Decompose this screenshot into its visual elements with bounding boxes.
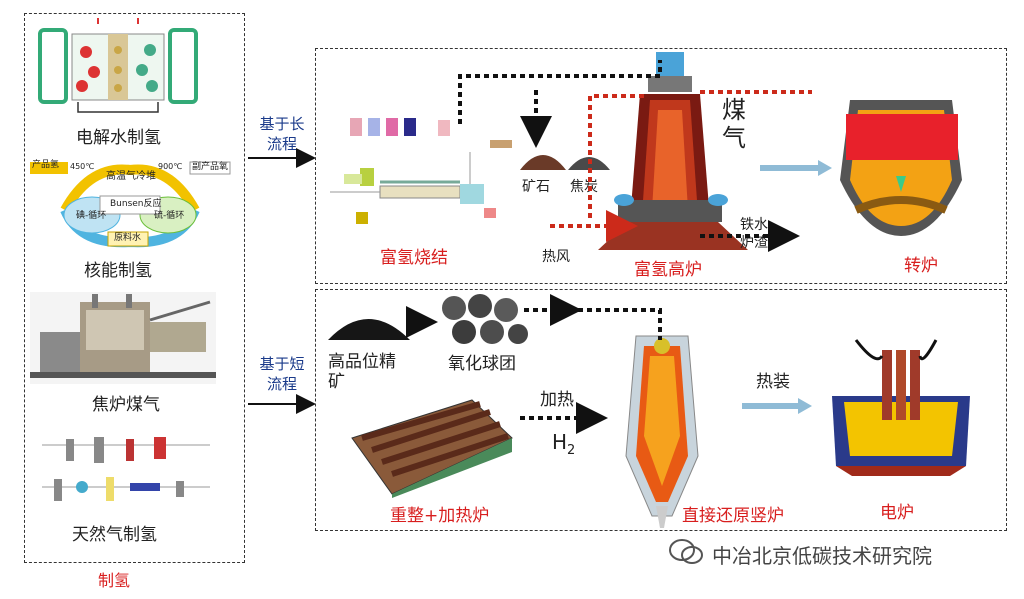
bunsen-label: Bunsen反应: [110, 199, 162, 209]
wechat-icon: [668, 538, 704, 566]
htgr-label: 高温气冷堆: [106, 171, 156, 182]
coke-oven-illustration: [30, 292, 216, 384]
converter: [840, 100, 962, 236]
h2-label: H2: [552, 430, 576, 458]
byproduct-oxygen-label: 副产品氧: [192, 162, 229, 172]
long-process-panel: [315, 48, 1007, 284]
hot-blast-label: 热风: [542, 249, 570, 265]
shaft-furnace-label: 直接还原竖炉: [682, 506, 784, 526]
raw-water-label: 原料水: [114, 233, 142, 243]
ore-label: 矿石: [522, 179, 550, 195]
short-process-panel: [315, 289, 1007, 531]
nuclear-label: 核能制氢: [84, 261, 152, 281]
sulfur-cycle-label: 硫-循环: [154, 211, 185, 221]
short-route-label: 基于短 流程: [259, 355, 305, 393]
product-hydrogen-label: 产品氢: [32, 160, 60, 170]
hydrogen-production-panel: [24, 13, 245, 563]
sintering-illustration: [320, 112, 520, 242]
nuclear-hydrogen-diagram: 产品氢 450℃ 高温气冷堆 900℃ 副产品氧 Bunsen反应 碘-循环 硫…: [30, 160, 231, 252]
heating-label: 加热: [540, 390, 574, 410]
shaft-furnace: [625, 335, 699, 528]
electrolysis-illustration: [38, 18, 198, 115]
coal-gas-label: 煤 气: [722, 96, 746, 152]
concentrate-pile: [328, 319, 410, 340]
temp-left-label: 450℃: [70, 162, 95, 171]
slag-label: 炉渣: [740, 235, 768, 251]
sintering-label: 富氢烧结: [380, 248, 448, 268]
long-route-label: 基于长 流程: [259, 115, 305, 153]
molten-iron-label: 铁水: [740, 217, 768, 233]
reformer-label: 重整+加热炉: [390, 506, 490, 526]
concentrate-label: 高品位精 矿: [328, 352, 396, 392]
pellet-label: 氧化球团: [448, 354, 516, 374]
natural-gas-flowchart: [36, 425, 216, 521]
hydrogen-production-caption: 制氢: [98, 571, 131, 590]
electrolysis-label: 电解水制氢: [76, 128, 161, 148]
eaf-label: 电炉: [880, 503, 914, 523]
coke-oven-gas-label: 焦炉煤气: [92, 395, 160, 415]
reformer-furnace: [351, 399, 513, 498]
pellets: [442, 294, 528, 344]
electric-arc-furnace: [832, 339, 970, 476]
hot-charge-label: 热装: [756, 372, 790, 392]
ore-pile: [520, 155, 566, 170]
blast-furnace-label: 富氢高炉: [634, 260, 702, 280]
iodine-cycle-label: 碘-循环: [76, 211, 107, 221]
blast-furnace: [598, 52, 748, 250]
converter-label: 转炉: [904, 256, 938, 276]
temp-right-label: 900℃: [158, 162, 183, 171]
watermark: 中冶北京低碳技术研究院: [712, 544, 932, 568]
natural-gas-label: 天然气制氢: [72, 525, 157, 545]
